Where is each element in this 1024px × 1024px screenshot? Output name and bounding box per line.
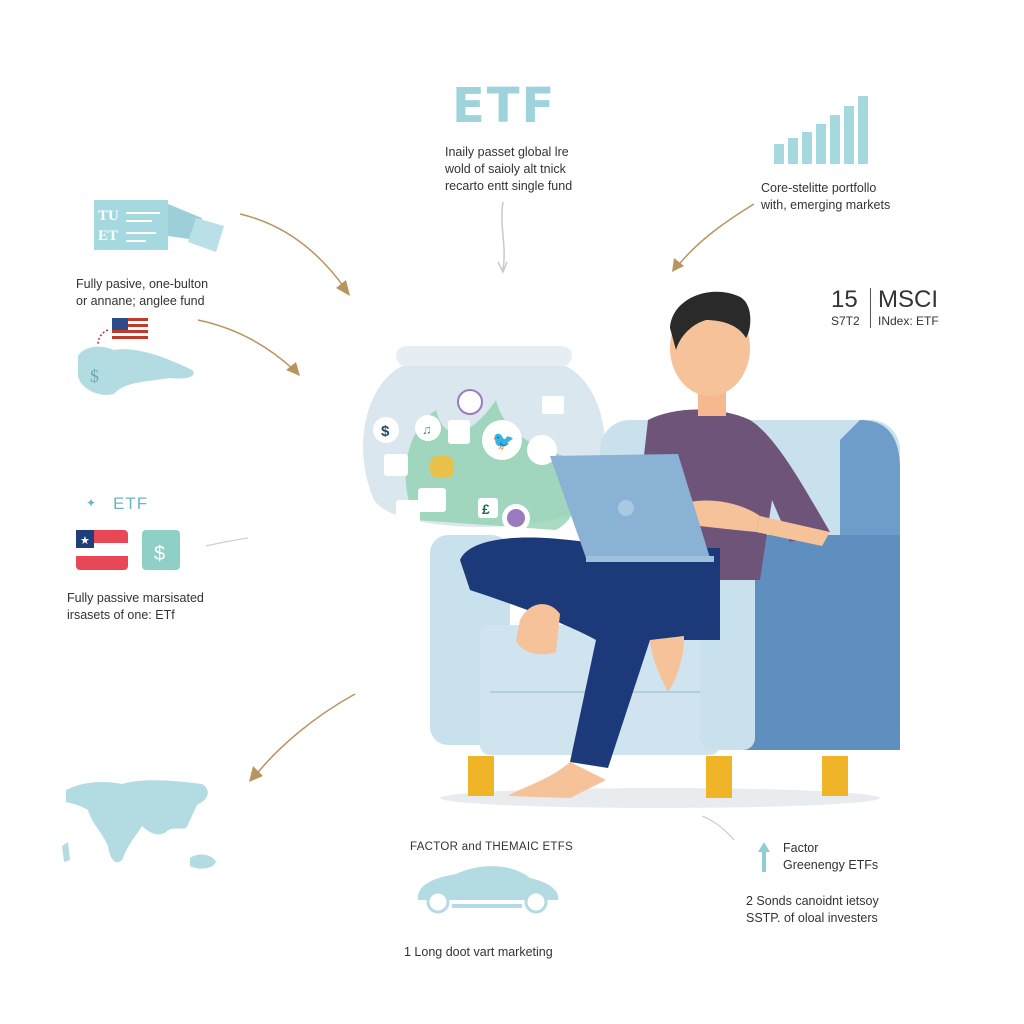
caption-line-1: Core-stelitte portfollo	[761, 181, 877, 195]
dollar-icon	[373, 417, 399, 443]
sparkle-icon: ✦	[86, 496, 97, 510]
core-satellite-caption: Core-stelitte portfollo with, emerging m…	[761, 180, 931, 214]
car-icon	[417, 866, 559, 914]
svg-text:🐦: 🐦	[492, 431, 514, 451]
svg-text:$: $	[90, 366, 99, 386]
svg-text:★: ★	[80, 535, 90, 547]
bottom-center-caption: 1 Long doot vart marketing	[404, 945, 553, 959]
svg-text:$: $	[381, 423, 390, 440]
factor-greenengy-title: Factor Greenengy ETFs	[783, 840, 878, 874]
caption-line-2: SSTP. of oloal investers	[746, 911, 878, 925]
title-line-1: Factor	[783, 841, 819, 855]
curved-arrow-icon	[701, 815, 735, 841]
etf-card-icon: TU ET	[94, 200, 224, 252]
flag-and-dollar-icon: ★ $	[76, 530, 180, 570]
svg-text:$: $	[154, 543, 165, 565]
caption-line-2: or annane; anglee fund	[76, 294, 205, 308]
world-map-icon	[62, 780, 216, 869]
up-arrow-icon	[758, 842, 770, 872]
us-flag-dollar-map-icon: $	[78, 318, 194, 395]
svg-text:ET: ET	[98, 228, 118, 244]
curved-arrow-icon	[239, 213, 350, 296]
passive-fund-caption: Fully pasive, one-bulton or annane; angl…	[76, 276, 251, 310]
passive-etf-caption: Fully passive marsisated irsasets of one…	[67, 590, 247, 624]
svg-text:TU: TU	[98, 208, 119, 224]
msci-number: 15	[831, 286, 858, 313]
down-arrow-icon	[497, 201, 508, 274]
etf-jar-illustration: $ ♫ 🐦 £	[363, 346, 605, 532]
curved-arrow-icon	[672, 203, 755, 272]
factor-thematic-title: FACTOR and THEMAIC ETFS	[410, 841, 574, 853]
person-on-armchair-illustration	[430, 291, 900, 808]
header-description: Inaily passet global lre wold of saioly …	[445, 144, 605, 195]
header-line-3: recarto entt single fund	[445, 179, 573, 193]
caption-line-1: 2 Sonds canoidnt ietsoy	[746, 894, 879, 908]
title-line-2: Greenengy ETFs	[783, 858, 879, 872]
msci-index-label: INdex: ETF	[878, 314, 939, 328]
curved-arrow-icon	[249, 693, 356, 782]
msci-brand: MSCI	[878, 286, 938, 313]
msci-divider	[870, 288, 871, 328]
header-line-1: Inaily passet global lre	[445, 145, 569, 159]
svg-text:♫: ♫	[422, 422, 432, 437]
msci-sub-number: S7T2	[831, 314, 860, 328]
caption-line-1: Fully pasive, one-bulton	[76, 277, 209, 291]
caption-line-2: irsasets of one: ETf	[67, 608, 175, 622]
bar-chart-icon	[774, 96, 868, 164]
header-line-2: wold of saioly alt tnick	[445, 162, 566, 176]
page-title: ETF	[452, 78, 557, 134]
bottom-right-caption: 2 Sonds canoidnt ietsoy SSTP. of oloal i…	[746, 893, 916, 927]
etf-label: ETF	[113, 494, 149, 513]
caption-line-2: with, emerging markets	[761, 198, 891, 212]
svg-text:£: £	[482, 501, 490, 517]
caption-line-1: Fully passive marsisated	[67, 591, 204, 605]
right-arrow-icon	[205, 537, 249, 547]
curved-arrow-icon	[197, 319, 300, 376]
